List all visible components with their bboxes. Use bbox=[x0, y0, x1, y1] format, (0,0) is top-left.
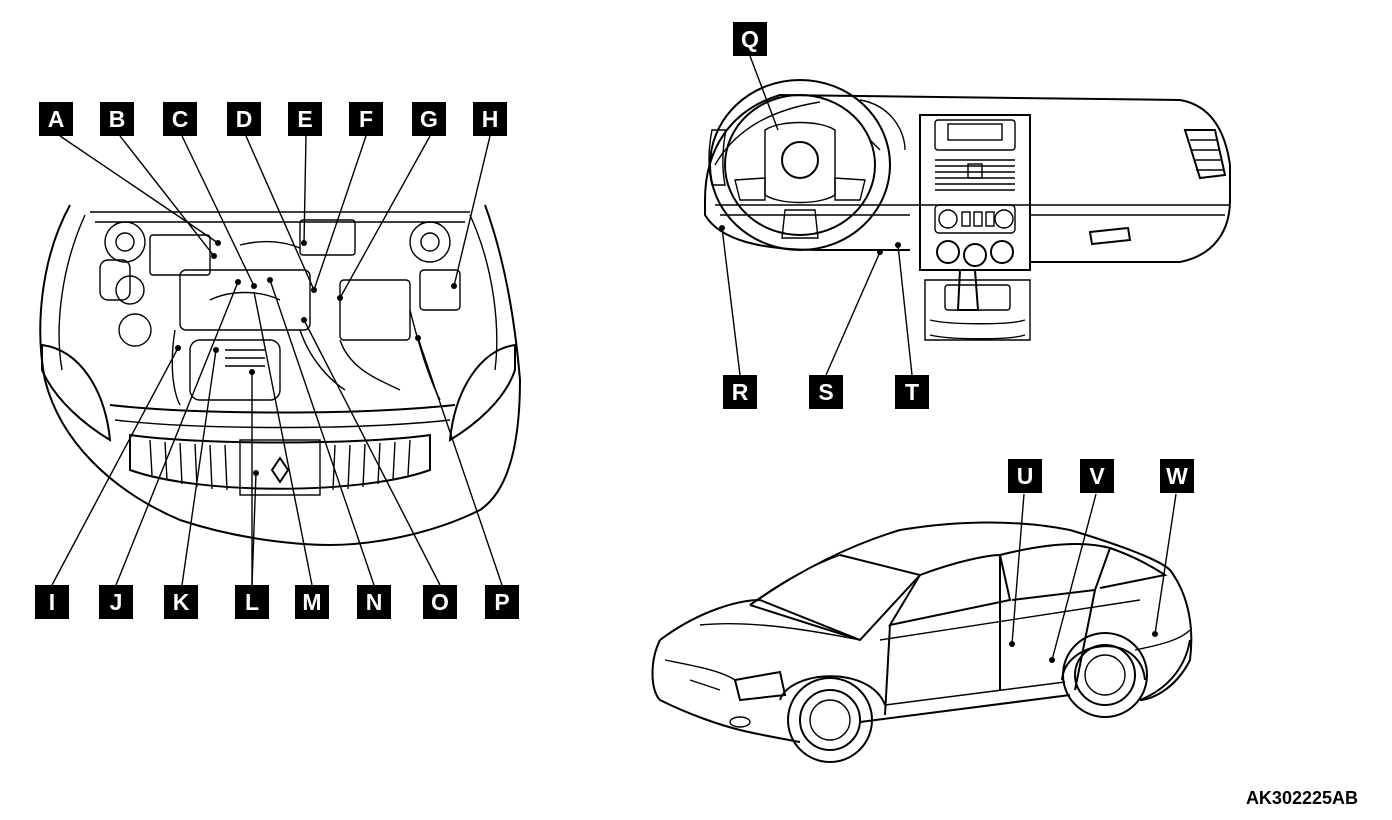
callout-i: I bbox=[35, 585, 69, 619]
callout-q: Q bbox=[733, 22, 767, 56]
callout-m: M bbox=[295, 585, 329, 619]
callout-n: N bbox=[357, 585, 391, 619]
engine-compartment-drawing bbox=[39, 204, 522, 547]
callout-s: S bbox=[809, 375, 843, 409]
callout-e: E bbox=[288, 102, 322, 136]
callout-c: C bbox=[163, 102, 197, 136]
callout-p: P bbox=[485, 585, 519, 619]
callout-l: L bbox=[235, 585, 269, 619]
callout-f: F bbox=[349, 102, 383, 136]
car-leader-lines bbox=[1011, 493, 1177, 661]
callout-k: K bbox=[164, 585, 198, 619]
car-component-dots bbox=[1009, 631, 1158, 663]
callout-u: U bbox=[1008, 459, 1042, 493]
callout-t: T bbox=[895, 375, 929, 409]
callout-v: V bbox=[1080, 459, 1114, 493]
callout-o: O bbox=[423, 585, 457, 619]
figure-code: AK302225AB bbox=[1245, 788, 1358, 808]
engine-component-dots bbox=[175, 240, 457, 476]
callout-b: B bbox=[100, 102, 134, 136]
dashboard-drawing bbox=[704, 79, 1231, 341]
callout-h: H bbox=[473, 102, 507, 136]
dashboard-leader-lines bbox=[721, 55, 913, 376]
callout-r: R bbox=[723, 375, 757, 409]
callout-g: G bbox=[412, 102, 446, 136]
car-exterior-drawing bbox=[651, 521, 1193, 763]
dashboard-component-dots bbox=[719, 225, 901, 255]
callout-d: D bbox=[227, 102, 261, 136]
callout-j: J bbox=[99, 585, 133, 619]
callout-a: A bbox=[39, 102, 73, 136]
callout-w: W bbox=[1160, 459, 1194, 493]
engine-leader-lines bbox=[51, 135, 503, 586]
